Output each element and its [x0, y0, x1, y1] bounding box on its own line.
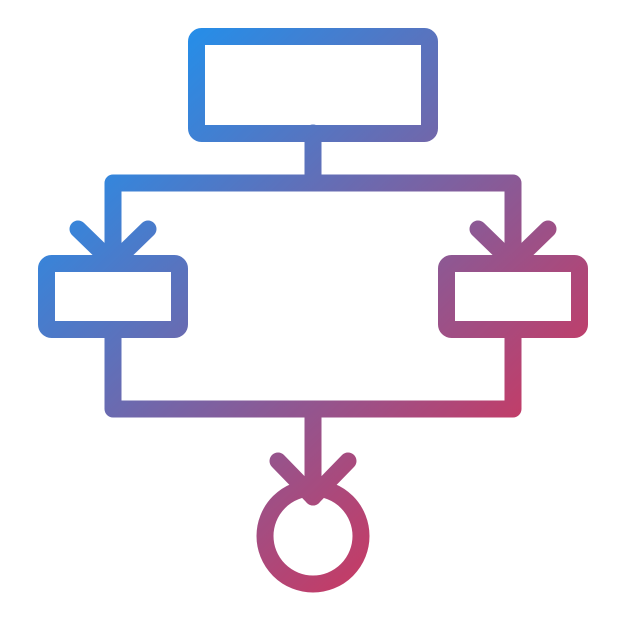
- bottom-arrowhead: [269, 452, 357, 506]
- end-circle: [256, 479, 370, 593]
- right-process-box: [438, 255, 588, 338]
- left-process-box: [38, 255, 188, 338]
- upper-loop-line: [104, 174, 522, 272]
- top-process-box: [188, 28, 438, 142]
- lower-loop-line: [104, 321, 522, 418]
